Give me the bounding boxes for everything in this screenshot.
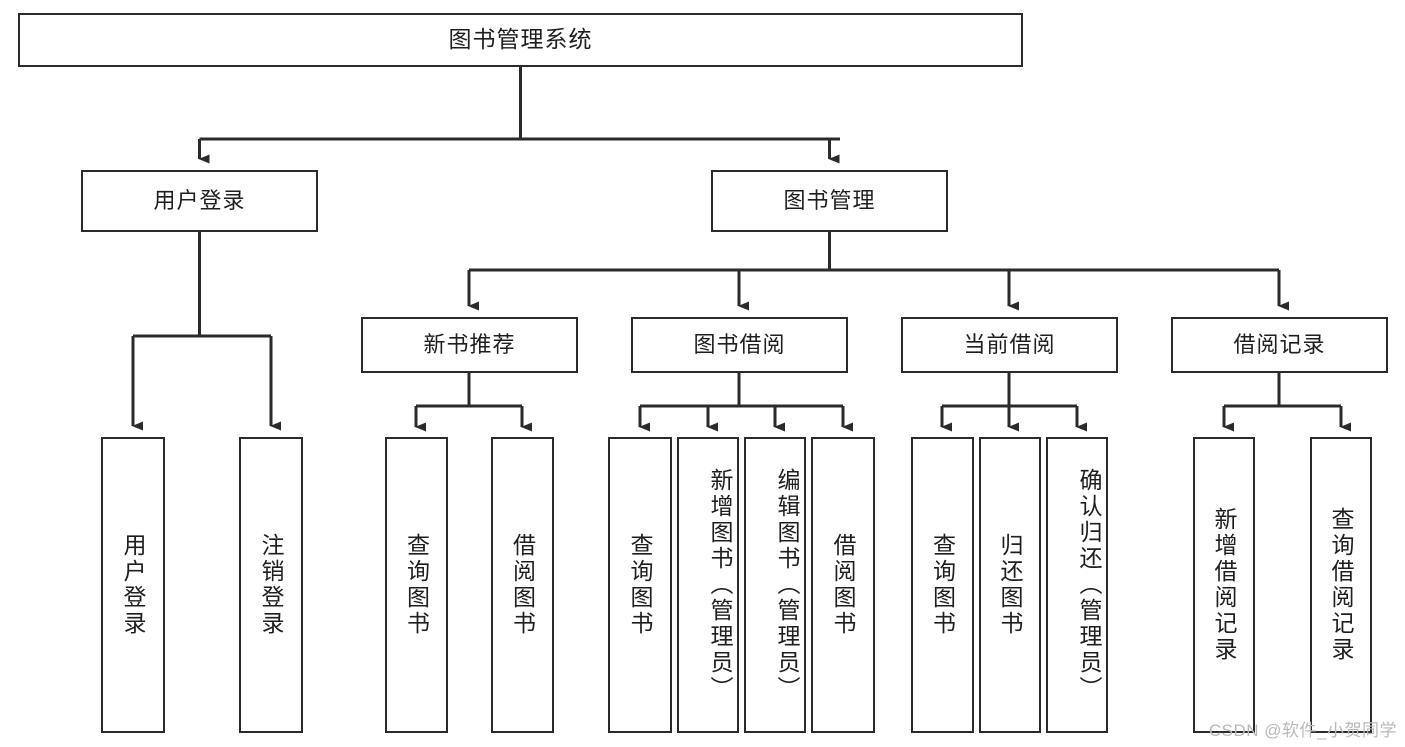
node-label: 注销登录 xyxy=(258,533,284,637)
node-label: 新增借阅记录 xyxy=(1211,507,1237,663)
node-borrow-record[interactable]: 借阅记录 xyxy=(1171,317,1388,373)
node-leaf-return-book[interactable]: 归还图书 xyxy=(979,437,1041,733)
node-new-book-recommend[interactable]: 新书推荐 xyxy=(361,317,578,373)
node-leaf-query-book-3[interactable]: 查询图书 xyxy=(911,437,974,733)
node-leaf-user-login[interactable]: 用户登录 xyxy=(101,437,165,733)
node-label: 查询借阅记录 xyxy=(1328,507,1354,663)
node-label: 用户登录 xyxy=(153,187,246,213)
node-label: 确认归还（管理员） xyxy=(1076,468,1102,702)
node-label: 图书借阅 xyxy=(693,331,786,357)
node-label: 新增图书（管理员） xyxy=(707,468,733,702)
node-label: 归还图书 xyxy=(997,533,1023,637)
node-current-borrow[interactable]: 当前借阅 xyxy=(901,317,1118,373)
node-label: 图书管理 xyxy=(783,187,876,213)
node-leaf-borrow-book-1[interactable]: 借阅图书 xyxy=(491,437,554,733)
node-leaf-confirm-return[interactable]: 确认归还（管理员） xyxy=(1046,437,1108,733)
node-label: 图书管理系统 xyxy=(448,26,593,53)
node-leaf-add-record[interactable]: 新增借阅记录 xyxy=(1193,437,1255,733)
node-label: 借阅图书 xyxy=(830,533,856,637)
node-label: 当前借阅 xyxy=(963,331,1056,357)
node-leaf-edit-book[interactable]: 编辑图书（管理员） xyxy=(744,437,806,733)
node-leaf-logout[interactable]: 注销登录 xyxy=(239,437,303,733)
node-label: 查询图书 xyxy=(627,533,653,637)
node-leaf-query-record[interactable]: 查询借阅记录 xyxy=(1310,437,1372,733)
node-label: 编辑图书（管理员） xyxy=(774,468,800,702)
node-label: 借阅图书 xyxy=(509,533,536,637)
node-label: 借阅记录 xyxy=(1233,331,1326,357)
node-book-borrow[interactable]: 图书借阅 xyxy=(631,317,848,373)
node-user-login[interactable]: 用户登录 xyxy=(81,170,318,232)
node-leaf-query-book-1[interactable]: 查询图书 xyxy=(385,437,448,733)
node-label: 查询图书 xyxy=(403,533,430,637)
node-label: 查询图书 xyxy=(929,533,956,637)
csdn-watermark: CSDN @软件_小贺同学 xyxy=(1208,721,1397,740)
node-leaf-add-book[interactable]: 新增图书（管理员） xyxy=(677,437,739,733)
node-leaf-query-book-2[interactable]: 查询图书 xyxy=(608,437,672,733)
node-root-system[interactable]: 图书管理系统 xyxy=(18,13,1023,67)
node-label: 用户登录 xyxy=(120,533,146,637)
node-label: 新书推荐 xyxy=(423,331,516,357)
node-book-manage[interactable]: 图书管理 xyxy=(711,170,948,232)
node-leaf-borrow-book-2[interactable]: 借阅图书 xyxy=(811,437,875,733)
